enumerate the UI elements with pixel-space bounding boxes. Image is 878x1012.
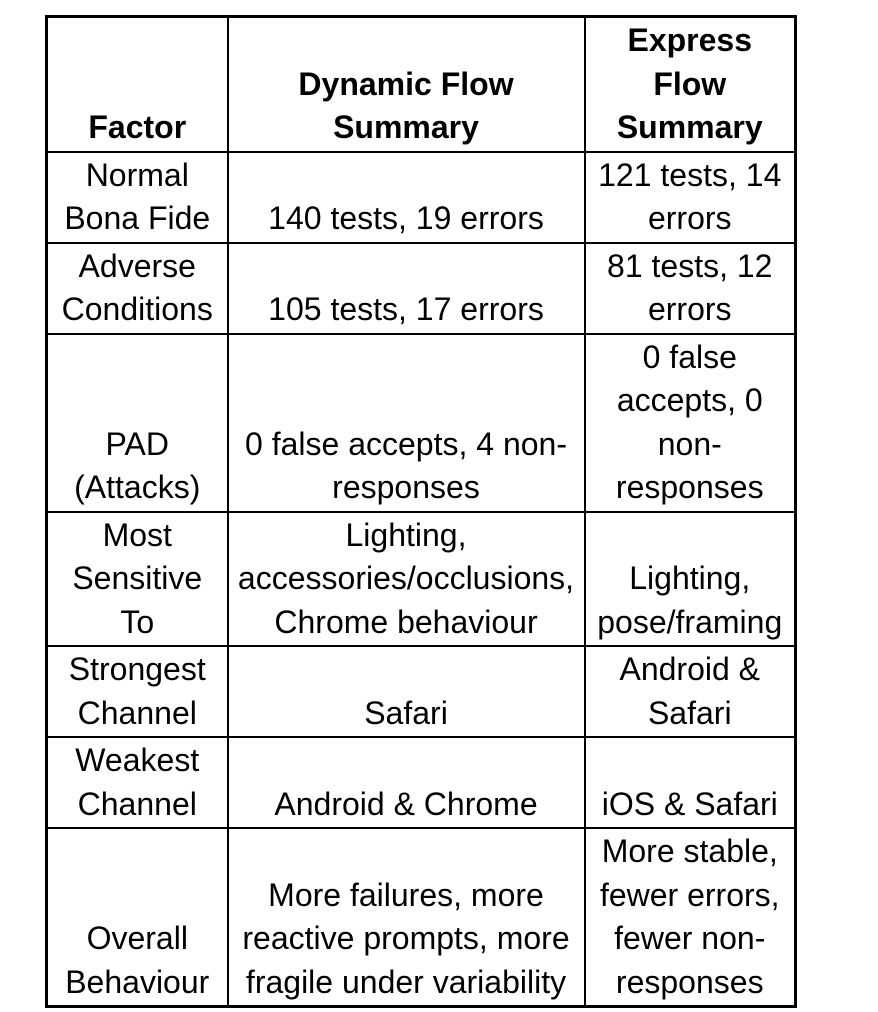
factor-cell: Adverse Conditions (45, 241, 229, 335)
table-row-overall-behaviour: Overall Behaviour More failures, more re… (45, 827, 797, 1008)
express-flow-cell: 0 false accepts, 0 non-responses (583, 332, 797, 513)
factor-cell: Overall Behaviour (45, 827, 229, 1008)
express-flow-cell: Android & Safari (583, 645, 797, 738)
dynamic-flow-cell: More failures, more reactive prompts, mo… (226, 827, 586, 1008)
dynamic-flow-cell: 105 tests, 17 errors (226, 241, 586, 335)
flow-comparison-table: Factor Dynamic Flow Summary Express Flow… (45, 15, 797, 1008)
express-flow-cell: More stable, fewer errors, fewer non-res… (583, 827, 797, 1008)
column-header-dynamic-flow-summary: Dynamic Flow Summary (226, 15, 586, 153)
column-header-factor: Factor (45, 15, 229, 153)
column-header-express-flow-summary: Express Flow Summary (583, 15, 797, 153)
table-row-strongest-channel: Strongest Channel Safari Android & Safar… (45, 645, 797, 738)
factor-cell: PAD (Attacks) (45, 332, 229, 513)
dynamic-flow-cell: 140 tests, 19 errors (226, 150, 586, 244)
dynamic-flow-cell: Android & Chrome (226, 736, 586, 829)
express-flow-cell: 81 tests, 12 errors (583, 241, 797, 335)
factor-cell: Weakest Channel (45, 736, 229, 829)
table-row-weakest-channel: Weakest Channel Android & Chrome iOS & S… (45, 736, 797, 829)
table-row-pad-attacks: PAD (Attacks) 0 false accepts, 4 non-res… (45, 332, 797, 513)
express-flow-cell: iOS & Safari (583, 736, 797, 829)
table-row-normal-bona-fide: Normal Bona Fide 140 tests, 19 errors 12… (45, 150, 797, 244)
express-flow-cell: 121 tests, 14 errors (583, 150, 797, 244)
dynamic-flow-cell: Safari (226, 645, 586, 738)
table-row-adverse-conditions: Adverse Conditions 105 tests, 17 errors … (45, 241, 797, 335)
dynamic-flow-cell: Lighting, accessories/occlusions, Chrome… (226, 510, 586, 647)
factor-cell: Strongest Channel (45, 645, 229, 738)
header-row: Factor Dynamic Flow Summary Express Flow… (45, 15, 797, 153)
express-flow-cell: Lighting, pose/framing (583, 510, 797, 647)
factor-cell: Most Sensitive To (45, 510, 229, 647)
table-row-most-sensitive-to: Most Sensitive To Lighting, accessories/… (45, 510, 797, 647)
dynamic-flow-cell: 0 false accepts, 4 non-responses (226, 332, 586, 513)
factor-cell: Normal Bona Fide (45, 150, 229, 244)
